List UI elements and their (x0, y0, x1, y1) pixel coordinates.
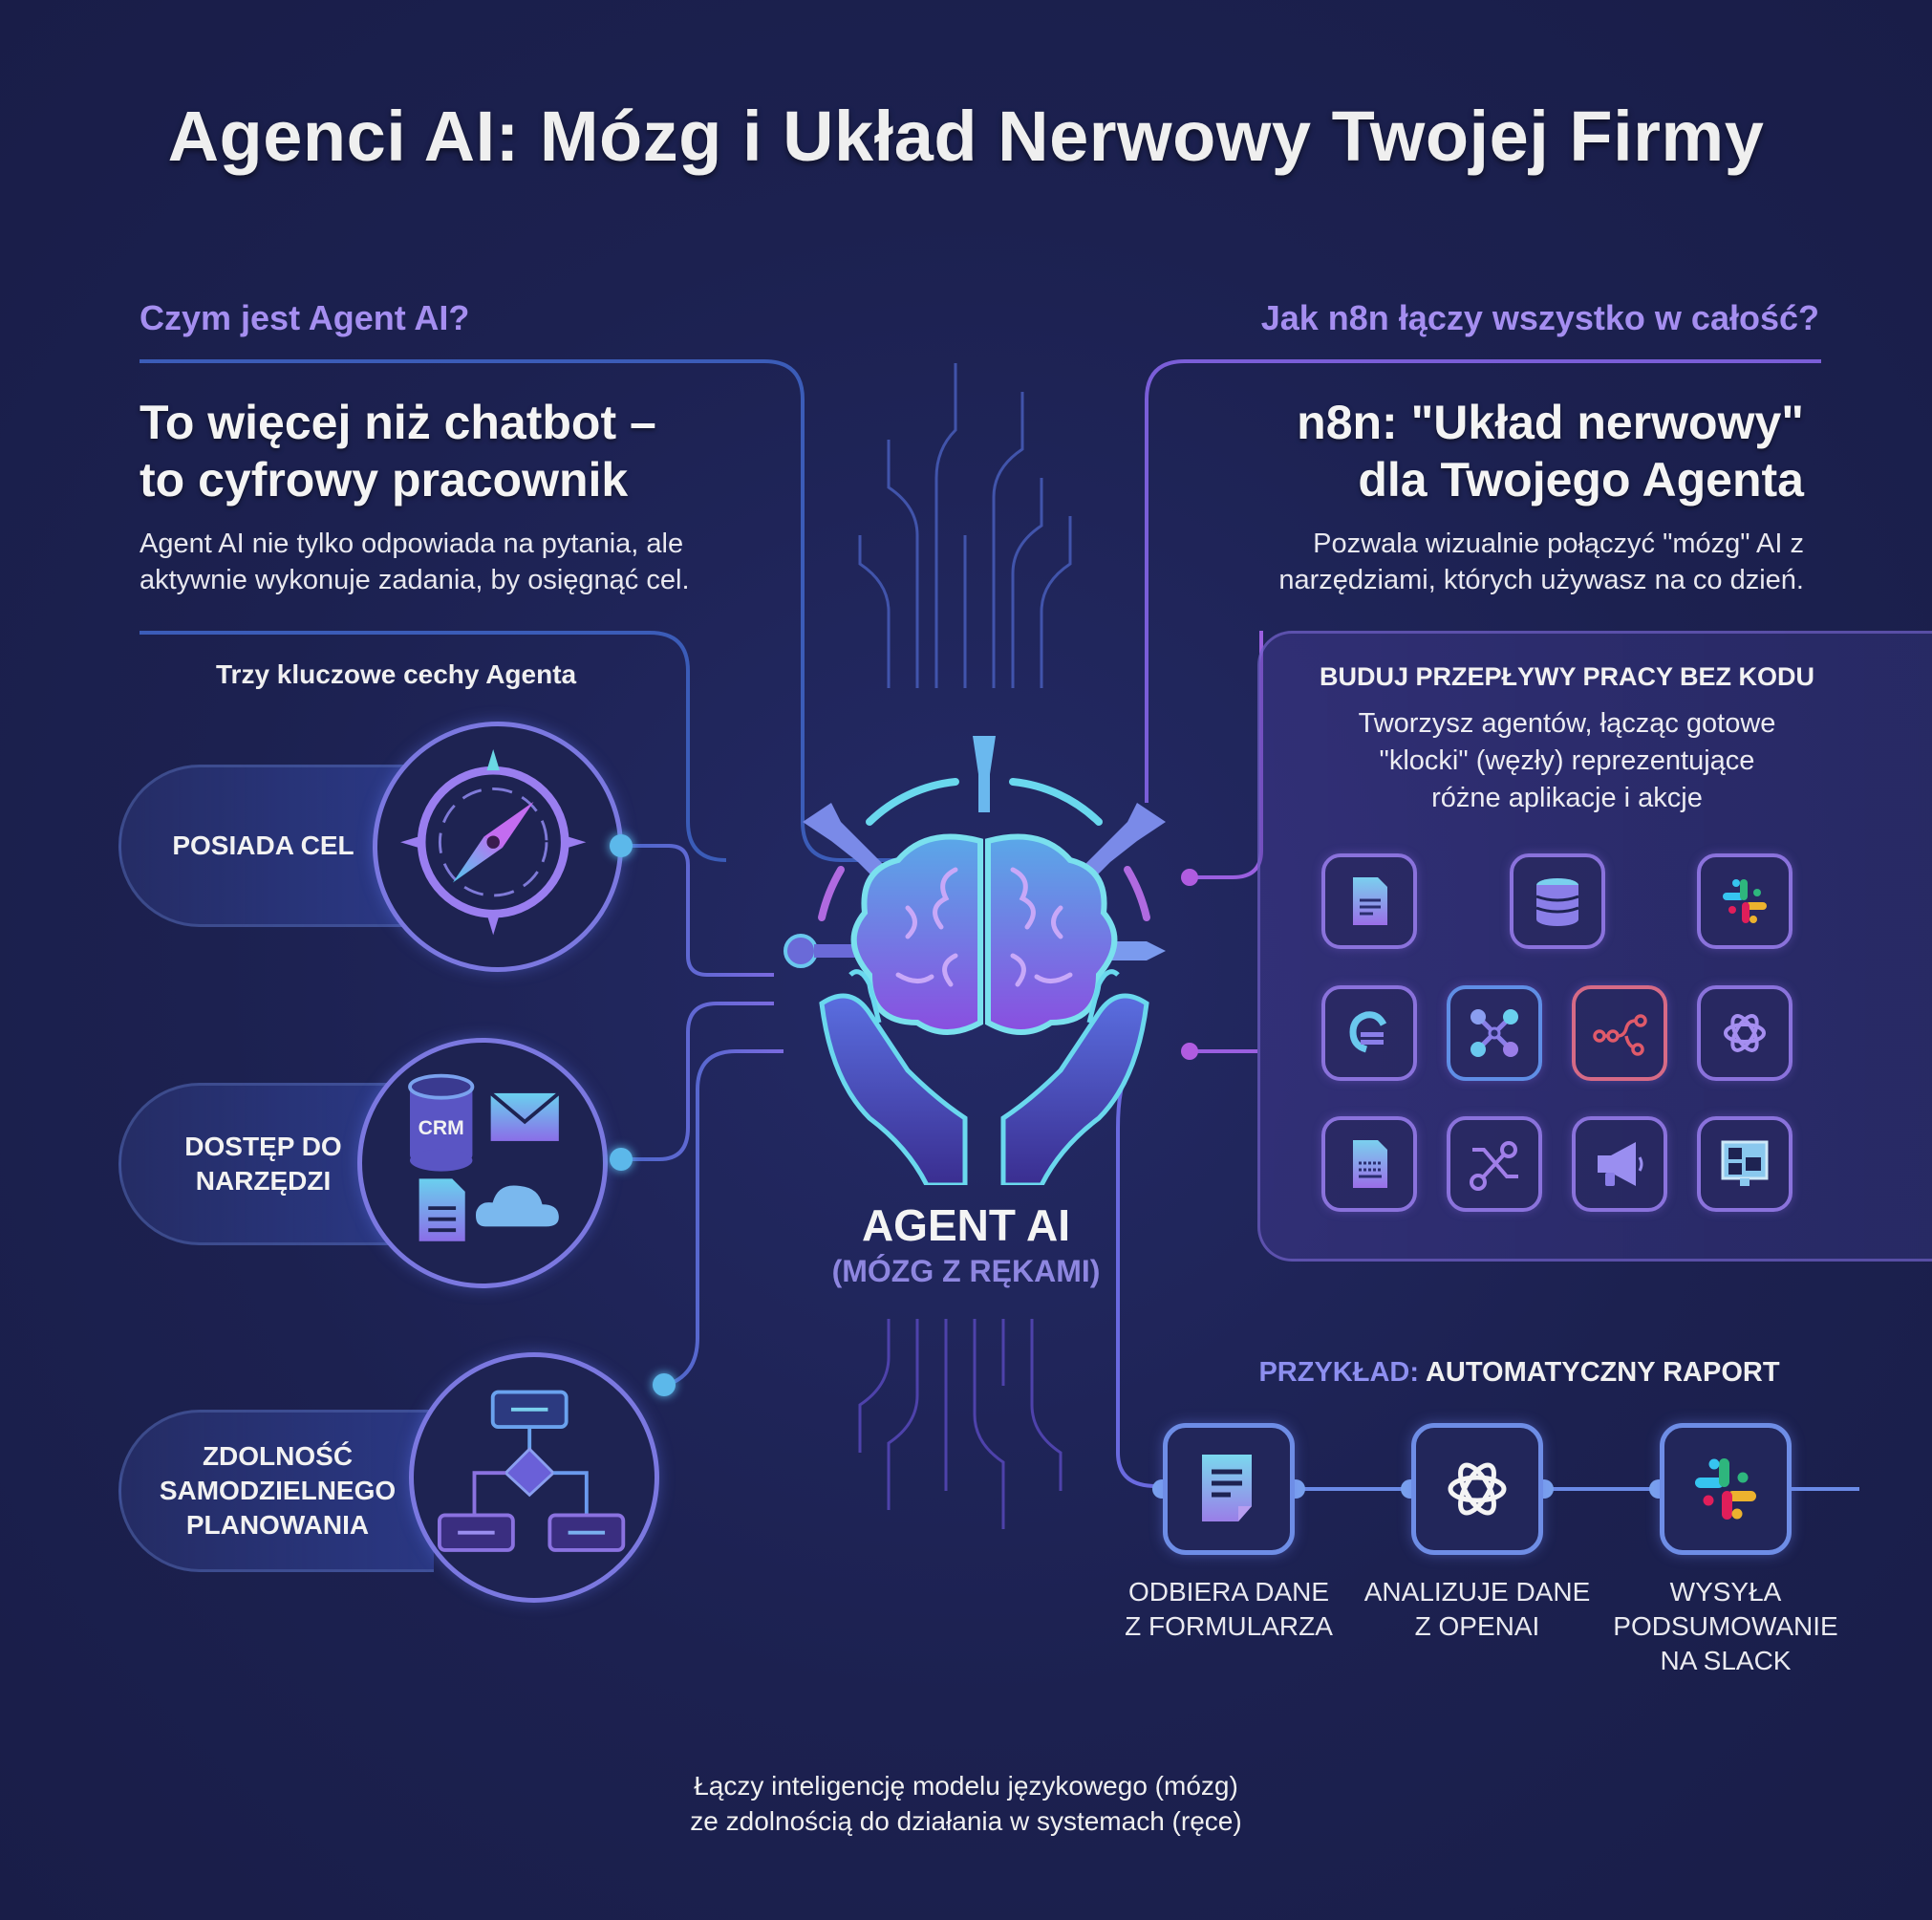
node-n8n[interactable] (1572, 985, 1667, 1081)
screen-icon (1721, 1140, 1769, 1186)
left-lead-line1: Agent AI nie tylko odpowiada na pytania,… (140, 529, 684, 559)
text-document-icon (1353, 1140, 1387, 1188)
feature-tools-ring: CRM (357, 1038, 608, 1288)
node-database[interactable] (1510, 853, 1605, 949)
node-webhook[interactable] (1321, 985, 1417, 1081)
n8n-icon (1593, 1014, 1647, 1056)
left-section-question: Czym jest Agent AI? (140, 298, 470, 337)
step-openai-label: ANALIZUJE DANE Z OPENAI (1363, 1577, 1591, 1641)
node-document[interactable] (1321, 853, 1417, 949)
network-icon (1470, 1009, 1518, 1057)
step-form-label: ODBIERA DANE Z FORMULARZA (1125, 1577, 1333, 1641)
feature-goal: POSIADA CEL (118, 765, 405, 927)
right-lead-line2: narzędziami, których używasz na co dzień… (1278, 565, 1804, 595)
example-title-accent: PRZYKŁAD: (1258, 1357, 1419, 1388)
example-title: PRZYKŁAD: AUTOMATYCZNY RAPORT (1185, 1357, 1854, 1389)
merge-icon (1470, 1141, 1518, 1191)
feature-planning: ZDOLNOŚĆ SAMODZIELNEGO PLANOWANIA (118, 1410, 434, 1572)
feature-planning-label: ZDOLNOŚĆ SAMODZIELNEGO PLANOWANIA (159, 1441, 397, 1540)
left-heading-line2: to cyfrowy pracownik (140, 453, 629, 507)
agent-label: AGENT AI (861, 1200, 1071, 1250)
right-section-question: Jak n8n łączy wszystko w całość? (1260, 298, 1819, 337)
right-lead-line1: Pozwala wizualnie połączyć "mózg" AI z (1313, 529, 1804, 559)
footer-caption: Łączy inteligencję modelu językowego (mó… (690, 1771, 1242, 1836)
document-icon (1353, 877, 1387, 925)
crm-database-icon: CRM (408, 1073, 475, 1172)
right-heading: n8n: "Układ nerwowy" dla Twojego Agenta (1297, 394, 1804, 508)
node-slack[interactable] (1697, 853, 1792, 949)
document-icon (419, 1178, 465, 1241)
cloud-icon (475, 1185, 559, 1227)
feature-planning-ring (409, 1352, 659, 1603)
flowchart-icon (438, 1390, 626, 1552)
step-openai[interactable] (1411, 1423, 1543, 1555)
tools-icon: CRM (408, 1073, 561, 1241)
left-heading-line1: To więcej niż chatbot – (140, 396, 656, 449)
feature-goal-node (610, 834, 633, 857)
node-openai[interactable] (1697, 985, 1792, 1081)
feature-tools: DOSTĘP DO NARZĘDZI (118, 1083, 405, 1245)
openai-icon (1448, 1462, 1507, 1516)
features-title: Trzy kluczowe cechy Agenta (216, 659, 577, 689)
node-screen[interactable] (1697, 1116, 1792, 1212)
email-icon (489, 1091, 561, 1141)
feature-goal-ring (373, 722, 623, 972)
step-slack[interactable] (1660, 1423, 1792, 1555)
left-lead-line2: aktywnie wykonuje zadania, by osięgnąć c… (140, 565, 690, 595)
megaphone-icon (1598, 1142, 1643, 1186)
left-lead: Agent AI nie tylko odpowiada na pytania,… (140, 526, 690, 598)
svg-text:CRM: CRM (419, 1117, 464, 1139)
slack-icon (1695, 1458, 1756, 1520)
feature-planning-node (653, 1373, 676, 1396)
right-lead: Pozwala wizualnie połączyć "mózg" AI z n… (1278, 526, 1804, 598)
form-icon (1202, 1455, 1252, 1521)
slack-icon (1723, 879, 1767, 923)
example-title-rest: AUTOMATYCZNY RAPORT (1419, 1357, 1780, 1388)
webhook-icon (1349, 1011, 1387, 1053)
node-text-document[interactable] (1321, 1116, 1417, 1212)
panel-title: BUDUJ PRZEPŁYWY PRACY BEZ KODU (1319, 662, 1815, 691)
panel-description: Tworzysz agentów, łącząc gotowe "klocki"… (1358, 708, 1776, 813)
left-heading: To więcej niż chatbot – to cyfrowy praco… (140, 394, 656, 508)
step-form[interactable] (1163, 1423, 1295, 1555)
right-heading-line1: n8n: "Układ nerwowy" (1297, 396, 1804, 449)
agent-sublabel: (MÓZG Z RĘKAMI) (831, 1254, 1101, 1288)
node-network[interactable] (1447, 985, 1542, 1081)
database-icon (1535, 878, 1579, 926)
node-megaphone[interactable] (1572, 1116, 1667, 1212)
feature-goal-label: POSIADA CEL (172, 831, 354, 860)
compass-icon (400, 749, 587, 936)
openai-icon (1724, 1014, 1766, 1052)
step-slack-label: WYSYŁA PODSUMOWANIE NA SLACK (1613, 1577, 1838, 1675)
feature-tools-label: DOSTĘP DO NARZĘDZI (184, 1132, 342, 1196)
feature-tools-node (610, 1148, 633, 1171)
page-title: Agenci AI: Mózg i Układ Nerwowy Twojej F… (167, 97, 1765, 176)
brain-in-hands-icon (784, 736, 1166, 1185)
node-merge[interactable] (1447, 1116, 1542, 1212)
right-heading-line2: dla Twojego Agenta (1358, 453, 1804, 507)
